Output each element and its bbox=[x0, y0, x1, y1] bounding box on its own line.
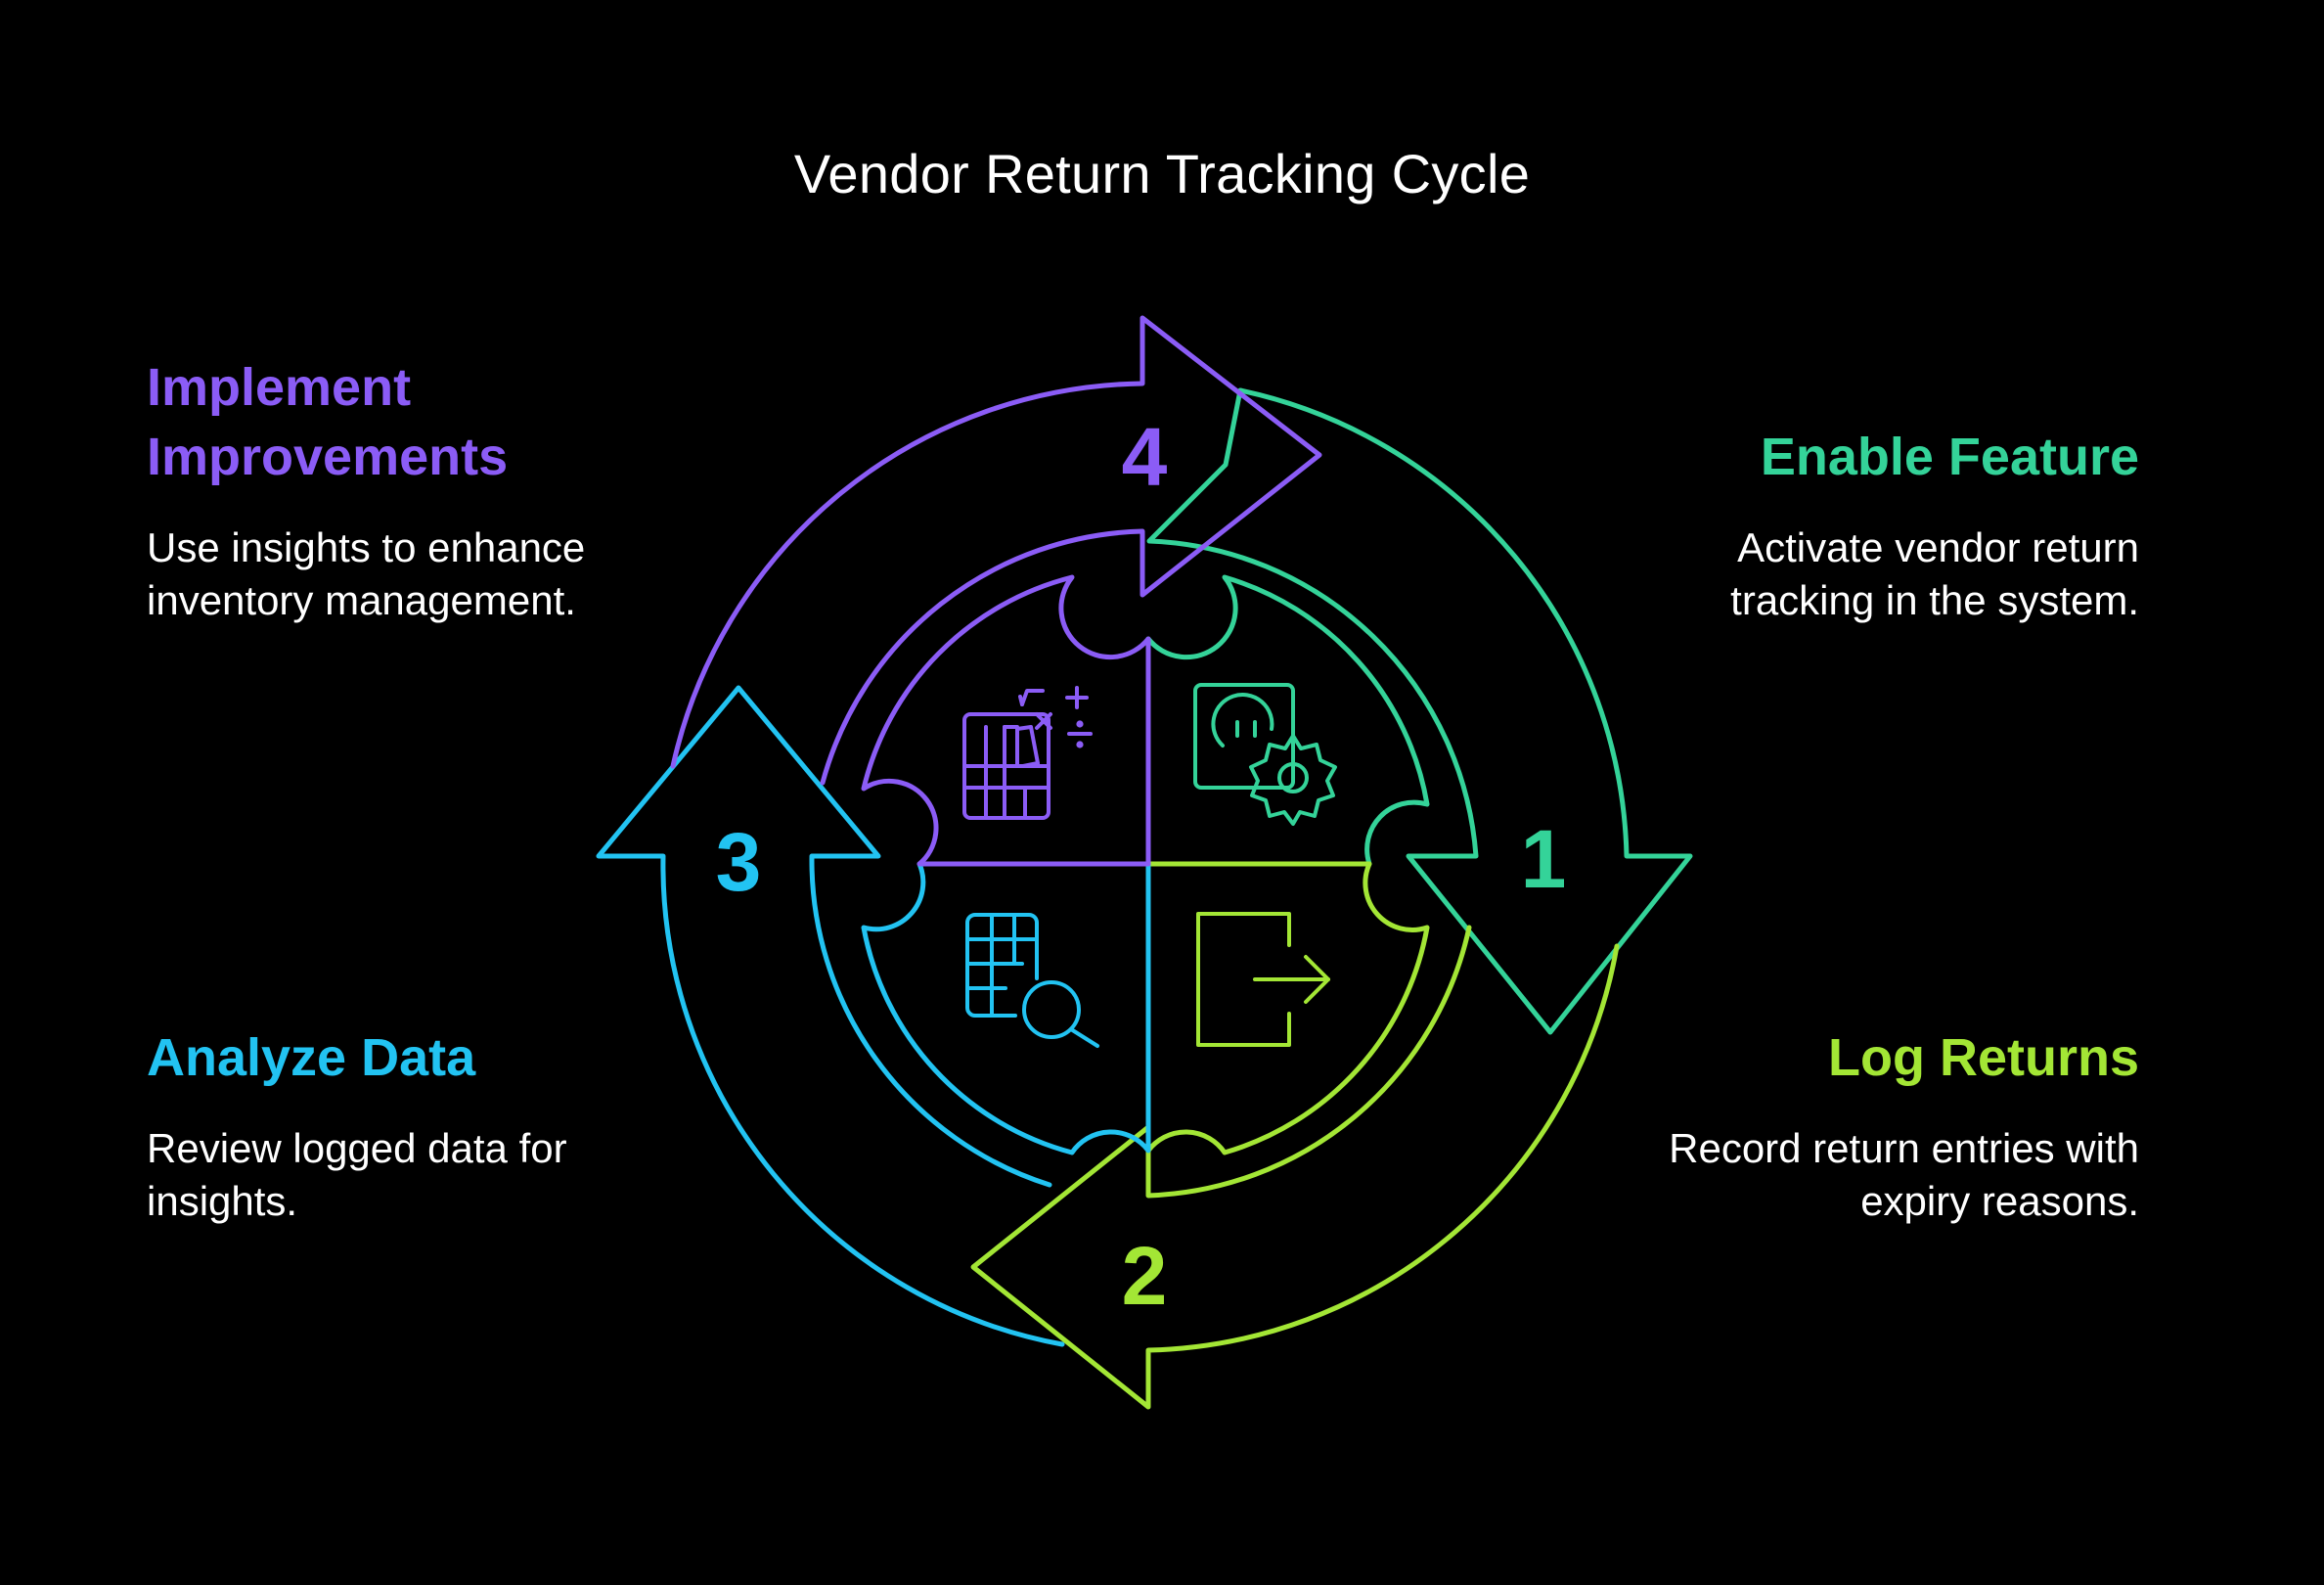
cycle-arrow-4 bbox=[670, 315, 1322, 786]
chart-calculator-icon bbox=[962, 686, 1093, 820]
step-3-description: Review logged data for insights. bbox=[147, 1125, 567, 1224]
inner-quadrant-3 bbox=[861, 861, 1151, 1155]
step-1-description: Activate vendor return tracking in the s… bbox=[1730, 524, 2139, 623]
cycle-arrow-3 bbox=[596, 685, 1065, 1347]
step-4-heading: Implement Improvements bbox=[147, 358, 509, 486]
step-number-3: 3 bbox=[716, 816, 762, 908]
step-2-description: Record return entries with expiry reason… bbox=[1669, 1125, 2139, 1224]
step-1-heading: Enable Feature bbox=[1760, 428, 2139, 486]
step-3-block: Analyze Data Review logged data for insi… bbox=[147, 1023, 694, 1228]
inner-quadrant-1 bbox=[1145, 574, 1430, 867]
diagram-title: Vendor Return Tracking Cycle bbox=[793, 143, 1531, 204]
step-number-2: 2 bbox=[1122, 1230, 1168, 1322]
step-4-description: Use insights to enhance inventory manage… bbox=[147, 524, 586, 623]
step-2-heading: Log Returns bbox=[1828, 1028, 2139, 1087]
exit-arrow-icon bbox=[1196, 912, 1330, 1047]
step-1-block: Enable Feature Activate vendor return tr… bbox=[1591, 423, 2139, 627]
step-3-heading: Analyze Data bbox=[147, 1028, 476, 1087]
cycle-arrow-2 bbox=[970, 925, 1620, 1410]
inner-quadrant-4 bbox=[861, 574, 1151, 867]
step-2-block: Log Returns Record return entries with e… bbox=[1591, 1023, 2139, 1228]
cycle-arrow-1 bbox=[1146, 387, 1693, 1035]
step-number-4: 4 bbox=[1122, 411, 1168, 503]
table-search-icon bbox=[965, 913, 1099, 1048]
inner-quadrant-2 bbox=[1145, 861, 1430, 1155]
power-settings-icon bbox=[1193, 683, 1337, 826]
step-number-1: 1 bbox=[1521, 813, 1567, 905]
step-4-block: Implement Improvements Use insights to e… bbox=[147, 353, 694, 627]
